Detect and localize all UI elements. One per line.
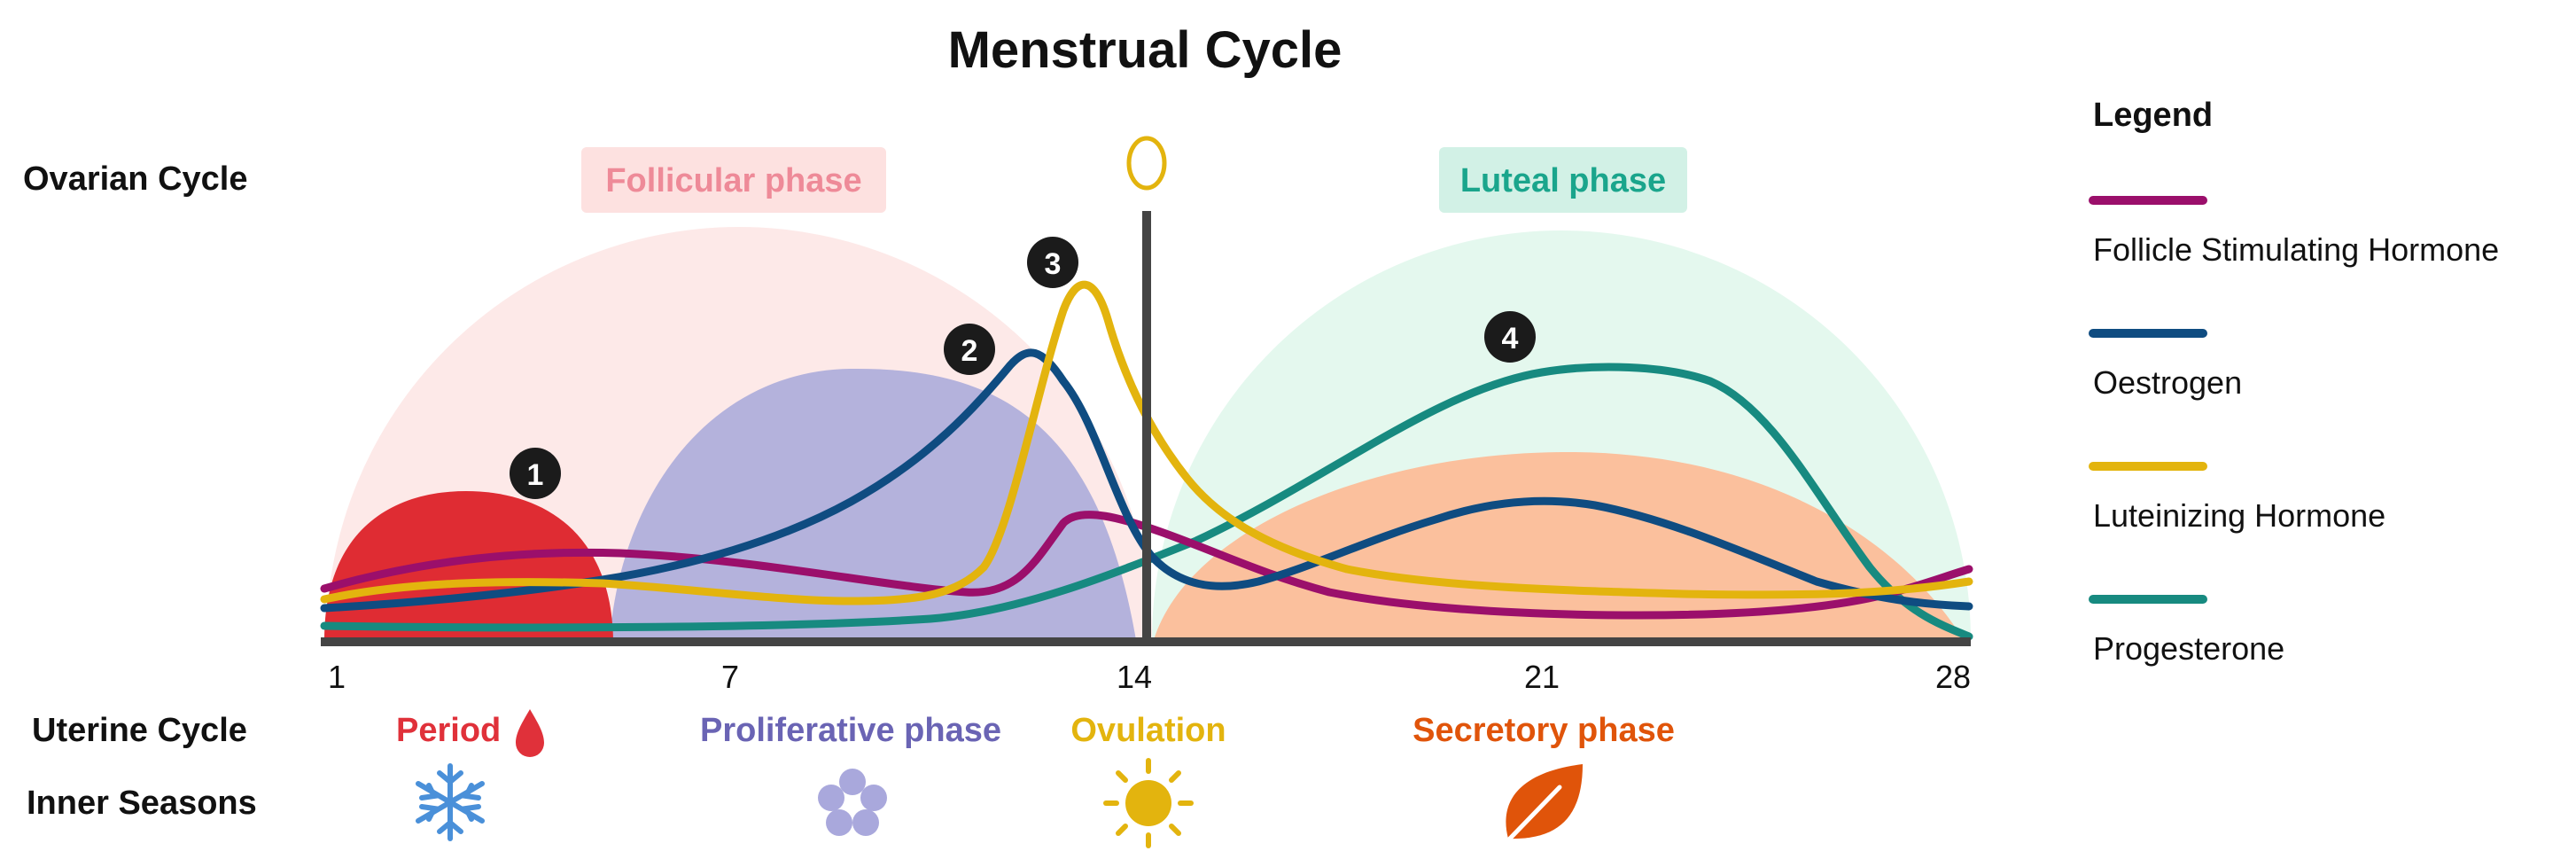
marker-3-label: 3 xyxy=(1045,247,1062,281)
luteal-phase-box xyxy=(1439,147,1687,213)
progesterone-curve xyxy=(320,363,1973,641)
tick-label-7: 7 xyxy=(721,659,739,695)
oestrogen-curve xyxy=(320,348,1973,613)
blood-drop-icon xyxy=(516,709,544,757)
inner-seasons-label: Inner Seasons xyxy=(27,785,257,822)
legend-label-lh: Luteinizing Hormone xyxy=(2093,497,2385,534)
fsh-curve xyxy=(320,511,1973,620)
legend-item-progesterone: Progesterone xyxy=(2089,595,2284,667)
tick-label-14: 14 xyxy=(1117,659,1152,695)
follicular-phase-label: Follicular phase xyxy=(605,162,861,199)
page-title: Menstrual Cycle xyxy=(948,21,1342,79)
proliferative-phase-label: Proliferative phase xyxy=(700,712,1001,749)
marker-4-label: 4 xyxy=(1502,322,1519,355)
ovulation-label: Ovulation xyxy=(1070,712,1226,749)
marker-1: 1 xyxy=(510,448,561,499)
follicular-phase-box xyxy=(581,147,886,213)
marker-3: 3 xyxy=(1027,237,1078,288)
marker-1-label: 1 xyxy=(527,458,544,492)
period-label: Period xyxy=(396,712,501,749)
tick-label-28: 28 xyxy=(1935,659,1971,695)
marker-4: 4 xyxy=(1484,311,1536,363)
legend-label-fsh: Follicle Stimulating Hormone xyxy=(2093,231,2499,268)
ovarian-cycle-label: Ovarian Cycle xyxy=(23,160,247,198)
legend-item-fsh: Follicle Stimulating Hormone xyxy=(2089,196,2499,268)
leaf-icon xyxy=(1504,764,1583,845)
egg-icon xyxy=(1126,136,1167,191)
legend-item-lh: Luteinizing Hormone xyxy=(2089,462,2385,534)
proliferative-shape xyxy=(610,368,1136,640)
legend-label-oestrogen: Oestrogen xyxy=(2093,364,2242,401)
legend-title: Legend xyxy=(2093,97,2213,134)
luteal-phase-label: Luteal phase xyxy=(1460,162,1666,199)
uterine-cycle-label: Uterine Cycle xyxy=(32,712,247,749)
marker-2-label: 2 xyxy=(961,334,978,368)
snowflake-icon xyxy=(416,763,485,841)
legend-label-progesterone: Progesterone xyxy=(2093,630,2284,667)
flower-icon xyxy=(818,769,887,836)
sun-icon xyxy=(1103,758,1194,848)
legend-item-oestrogen: Oestrogen xyxy=(2089,329,2242,401)
tick-label-1: 1 xyxy=(328,659,346,695)
lh-curve xyxy=(320,280,1973,605)
tick-label-21: 21 xyxy=(1524,659,1560,695)
marker-2: 2 xyxy=(944,324,995,375)
secretory-phase-label: Secretory phase xyxy=(1413,712,1675,749)
